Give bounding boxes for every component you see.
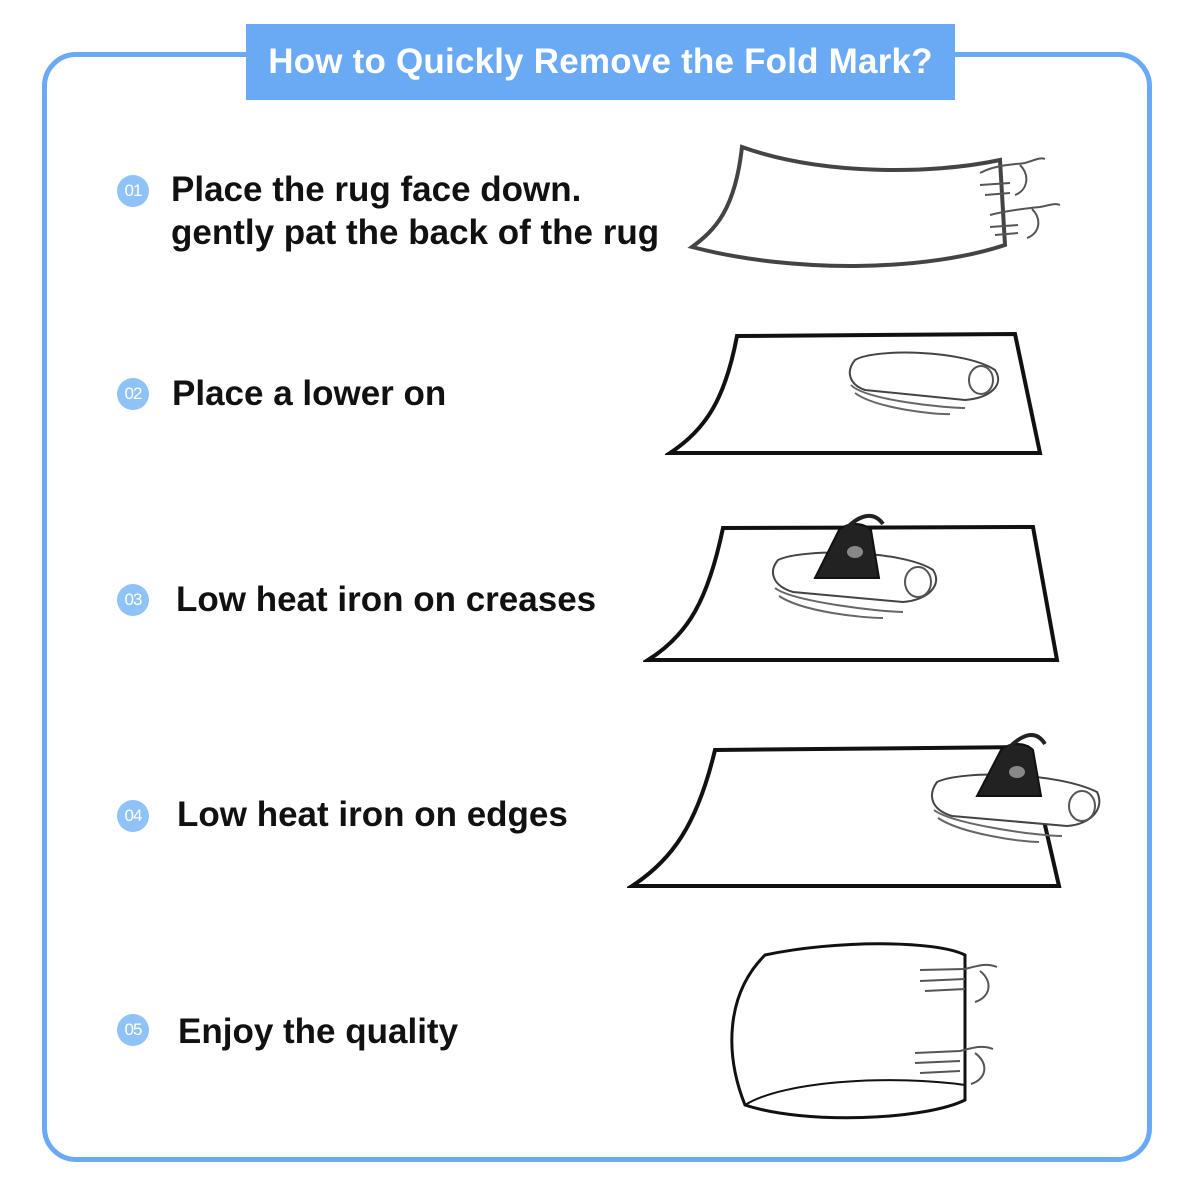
step-text: Enjoy the quality [178,1012,459,1051]
hands-holding-rug-illustration [680,135,1080,285]
iron-on-towel-illustration [643,500,1063,665]
step-text: Low heat iron on creases [176,580,597,619]
step-number-badge: 05 [117,1014,149,1046]
step-text: Place a lower on [172,374,447,413]
step-text: Low heat iron on edges [177,795,568,834]
step-number-badge: 03 [117,584,149,616]
step-number-badge: 04 [117,800,149,832]
step-text-line: gently pat the back of the rug [171,213,660,252]
step-number-badge: 02 [117,378,149,410]
iron-on-edge-illustration [627,720,1107,892]
folded-towel-on-rug-illustration [665,330,1050,460]
step-text-line: Place the rug face down. [171,170,582,209]
step-number-badge: 01 [117,175,149,207]
step-text: Place the rug face down. gently pat the … [171,168,659,254]
page-title: How to Quickly Remove the Fold Mark? [246,24,955,100]
rug-rolled-by-hands-illustration [725,935,1015,1130]
